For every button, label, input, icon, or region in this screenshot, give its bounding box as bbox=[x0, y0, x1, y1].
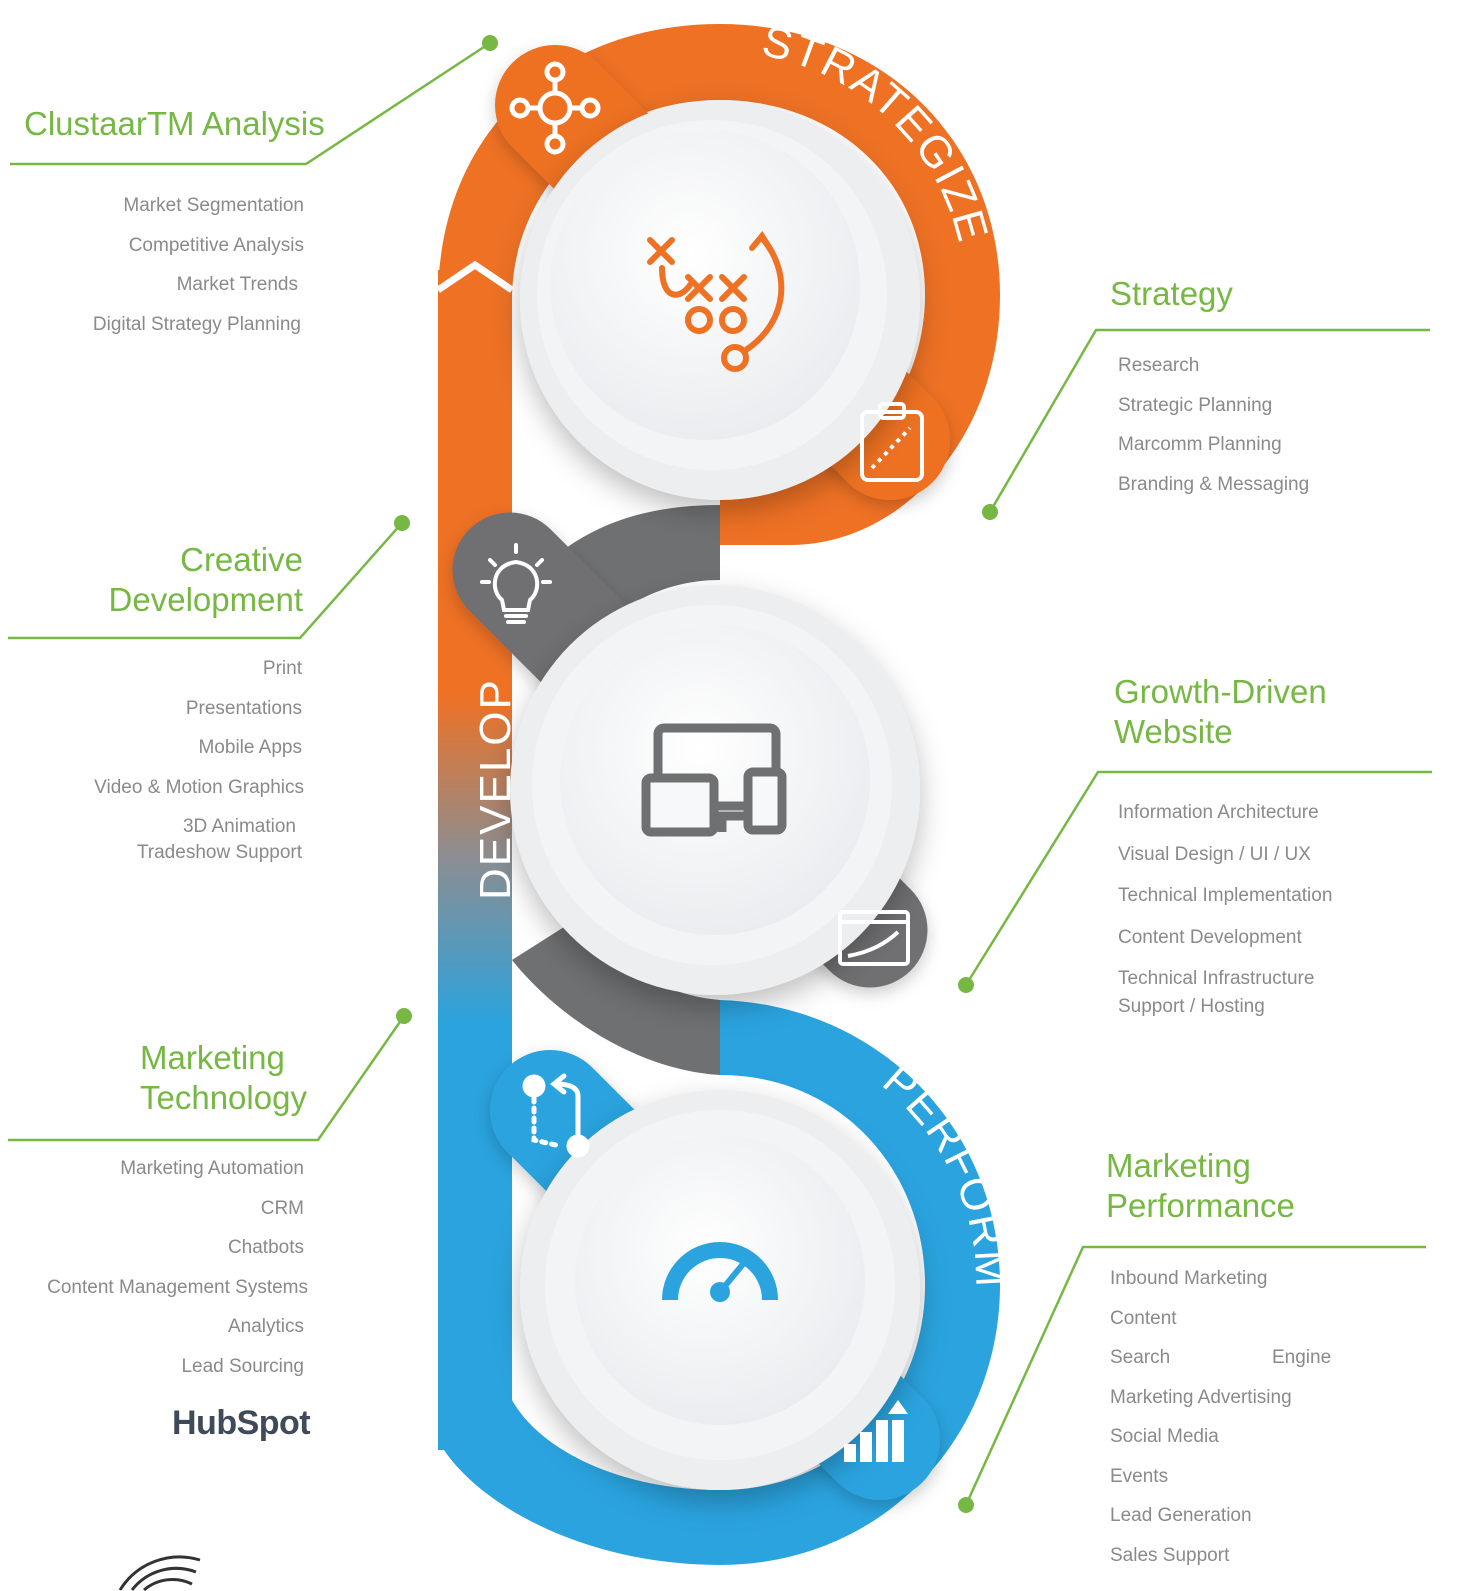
callout-dots bbox=[394, 35, 998, 1513]
spine-band bbox=[438, 270, 512, 1450]
list-item: Chatbots bbox=[227, 1237, 304, 1258]
list-item: Technical Infrastructure bbox=[1118, 968, 1315, 989]
list-item: Tradeshow Support bbox=[136, 842, 302, 863]
list-item: Strategic Planning bbox=[1118, 395, 1273, 416]
list-item: Digital Strategy Planning bbox=[92, 314, 301, 335]
stage-develop: DEVELOP bbox=[471, 678, 520, 900]
heading-clustaar-analysis: ClustaarTM Analysis bbox=[24, 105, 325, 142]
list-item: Lead Sourcing bbox=[181, 1356, 304, 1377]
list-item: Social Media bbox=[1110, 1426, 1219, 1447]
network-icon bbox=[509, 61, 601, 155]
list-item: Mobile Apps bbox=[198, 737, 302, 758]
list-item: Branding & Messaging bbox=[1118, 474, 1310, 495]
list-item: CRM bbox=[260, 1198, 304, 1219]
heading-creative-development-2: Development bbox=[108, 581, 303, 618]
list-item: Support / Hosting bbox=[1118, 996, 1265, 1017]
clipboard-icon bbox=[860, 402, 924, 482]
heading-marketing-performance-1: Marketing bbox=[1106, 1147, 1251, 1184]
list-item: Information Architecture bbox=[1118, 802, 1319, 823]
heading-growth-driven-website-1: Growth-Driven bbox=[1114, 673, 1327, 710]
list-item: 3D Animation bbox=[182, 816, 296, 837]
list-item: Sales Support bbox=[1110, 1545, 1230, 1566]
list-item: Visual Design / UI / UX bbox=[1118, 844, 1311, 865]
heading-creative-development-1: Creative bbox=[180, 541, 303, 578]
agency-logo-arcs bbox=[118, 1555, 201, 1591]
perform-disc bbox=[520, 1090, 920, 1490]
list-item: Marketing Automation bbox=[120, 1158, 304, 1179]
playbook-icon bbox=[647, 230, 785, 372]
devices-icon bbox=[641, 723, 787, 837]
list-item: Technical Implementation bbox=[1118, 885, 1333, 906]
workflow-icon bbox=[522, 1073, 590, 1158]
list-item: Competitive Analysis bbox=[128, 235, 304, 256]
list-item: Marketing Advertising bbox=[1110, 1387, 1292, 1408]
list-item: Research bbox=[1118, 355, 1200, 376]
list-item: Print bbox=[262, 658, 302, 679]
list-item: Engine bbox=[1272, 1347, 1332, 1368]
heading-strategy: Strategy bbox=[1110, 275, 1233, 312]
list-item: Video & Motion Graphics bbox=[94, 777, 304, 798]
speedometer-icon bbox=[662, 1242, 778, 1302]
list-item: Content Management Systems bbox=[47, 1277, 308, 1298]
bar-chart-icon bbox=[844, 1400, 908, 1462]
heading-marketing-technology-1: Marketing bbox=[140, 1039, 285, 1076]
develop-arc-bottom bbox=[512, 920, 720, 1075]
list-item: Analytics bbox=[227, 1316, 304, 1337]
list-item: Marcomm Planning bbox=[1118, 434, 1282, 455]
heading-growth-driven-website-2: Website bbox=[1114, 713, 1233, 750]
chart-window-icon bbox=[838, 910, 910, 966]
heading-marketing-performance-2: Performance bbox=[1106, 1187, 1295, 1224]
list-item: Market Segmentation bbox=[123, 195, 304, 216]
list-item: Presentations bbox=[185, 698, 302, 719]
list-item: Content bbox=[1110, 1308, 1177, 1329]
callout-lines bbox=[8, 41, 1432, 1506]
list-item: Inbound Marketing bbox=[1110, 1268, 1268, 1289]
lightbulb-icon bbox=[480, 543, 552, 624]
spine-chevron bbox=[436, 260, 514, 293]
list-item: Lead Generation bbox=[1110, 1505, 1252, 1526]
hubspot-logo: HubSpot bbox=[172, 1404, 311, 1442]
list-item: Market Trends bbox=[176, 274, 298, 295]
list-item: Content Development bbox=[1118, 927, 1302, 948]
list-item: Events bbox=[1110, 1466, 1169, 1487]
list-item: Search bbox=[1110, 1347, 1171, 1368]
heading-marketing-technology-2: Technology bbox=[140, 1079, 307, 1116]
